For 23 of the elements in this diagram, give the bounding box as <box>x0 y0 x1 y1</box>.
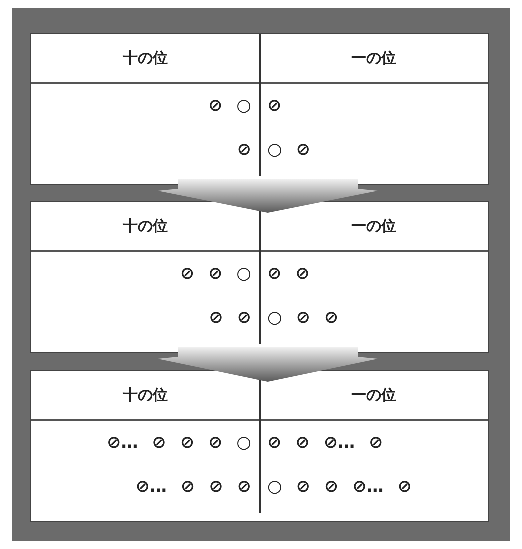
counter-symbols: ⊘… ⊘ ⊘ ⊘ ○ <box>107 433 252 453</box>
column-header: 十の位 <box>122 48 169 68</box>
counter-symbols: ○ ⊘ ⊘ ⊘… ⊘ <box>268 477 412 497</box>
counter-symbols: ⊘ ⊘ ○ <box>180 264 252 284</box>
counter-symbols: ⊘ <box>237 140 252 160</box>
column-header: 一の位 <box>350 216 398 236</box>
counter-symbols: ⊘ ⊘ ⊘… ⊘ <box>268 433 384 453</box>
counter-symbols: ○ ⊘ <box>268 140 310 160</box>
place-value-table <box>30 33 489 185</box>
counter-symbols: ⊘ ○ <box>208 96 252 116</box>
column-header: 十の位 <box>122 216 169 236</box>
arrow <box>158 179 378 213</box>
counter-symbols: ⊘ ⊘ <box>209 308 252 328</box>
column-header: 一の位 <box>350 48 398 68</box>
counter-symbols: ⊘ ⊘ <box>268 264 310 284</box>
counter-symbols: ○ ⊘ ⊘ <box>268 308 339 328</box>
counter-symbols: ⊘ <box>268 96 282 116</box>
place-value-table <box>30 370 489 522</box>
counter-symbols: ⊘… ⊘ ⊘ ⊘ <box>136 477 252 497</box>
place-value-table <box>30 201 489 353</box>
arrow <box>158 347 378 382</box>
column-header: 一の位 <box>350 384 398 406</box>
column-header: 十の位 <box>122 384 169 406</box>
